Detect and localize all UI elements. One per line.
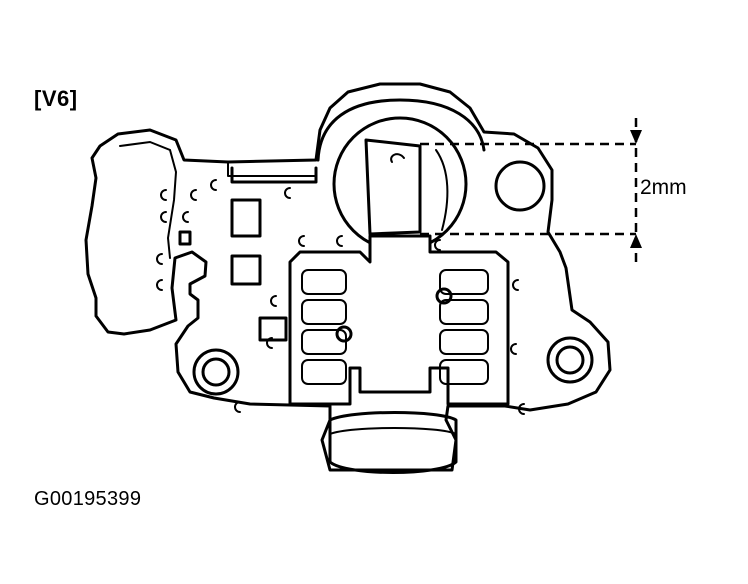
right-mount-boss-hole [555, 345, 585, 375]
housing-outline [84, 82, 612, 472]
housing-inner-edge [119, 140, 178, 259]
spring-pin-left [335, 325, 353, 343]
right-mount-boss-outer [546, 336, 594, 384]
dim-arrow-bottom [630, 234, 642, 248]
dimension-label: 2mm [640, 176, 687, 199]
slot-right-3 [439, 329, 489, 355]
hub-rim [316, 98, 486, 162]
slot-left-1 [301, 269, 347, 295]
variant-label: [V6] [34, 86, 78, 111]
lead-wire [230, 166, 318, 184]
figure-id: G00195399 [34, 488, 142, 510]
brush-bar [364, 138, 422, 236]
dim-arrow-top [630, 130, 642, 144]
bottom-cylinder-rim [329, 427, 457, 435]
spring-pin-right [435, 287, 453, 305]
brush-shadow-line [435, 149, 449, 231]
slot-right-2 [439, 299, 489, 325]
slot-left-4 [301, 359, 347, 385]
brush-holder-block [288, 234, 510, 406]
brush-clip [390, 153, 405, 163]
bottom-cylinder [328, 411, 458, 474]
terminal-middle [230, 254, 262, 286]
slot-right-4 [439, 359, 489, 385]
left-mount-boss-hole [201, 357, 231, 387]
slot-right-1 [439, 269, 489, 295]
rivet-holes [156, 179, 525, 415]
slot-left-2 [301, 299, 347, 325]
right-upper-ring [494, 160, 546, 212]
terminal-lower [258, 316, 288, 342]
terminal-small [178, 230, 192, 246]
terminal-upper [230, 198, 262, 238]
left-mount-boss-outer [192, 348, 240, 396]
housing-step-line [227, 161, 317, 177]
